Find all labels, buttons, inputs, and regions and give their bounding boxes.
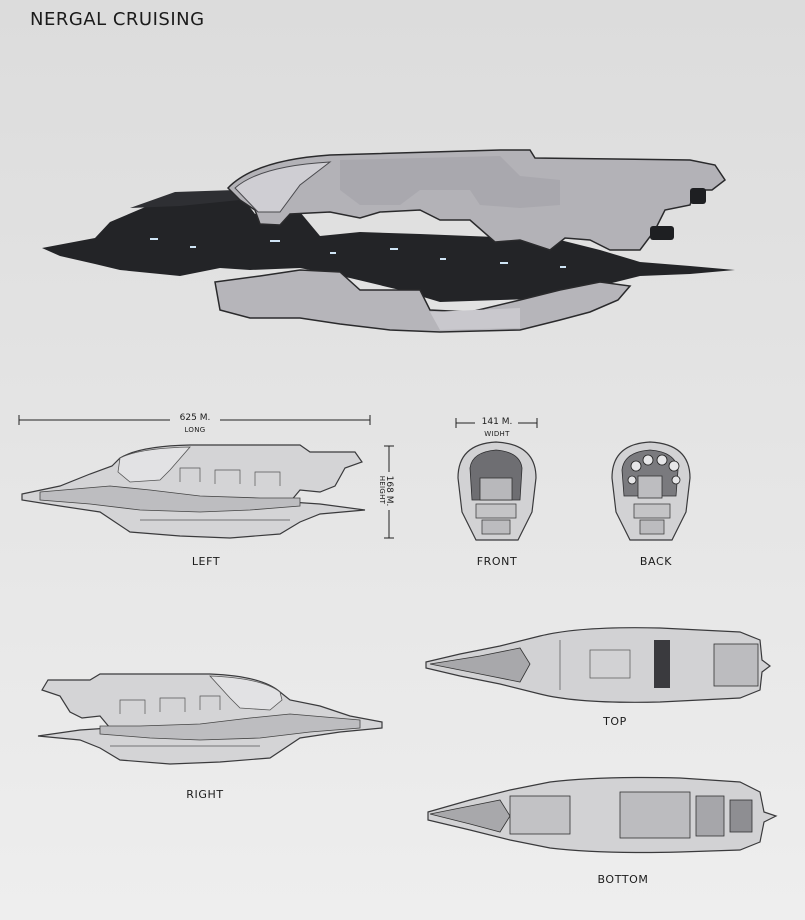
width-value: 141 M. bbox=[481, 417, 513, 427]
page-title: NERGAL CRUISING bbox=[30, 9, 205, 30]
right-view-drawing bbox=[37, 673, 383, 765]
view-label-left: LEFT bbox=[191, 555, 221, 568]
height-dimension-line bbox=[384, 445, 394, 539]
view-label-right: RIGHT bbox=[186, 788, 224, 801]
front-view-drawing bbox=[457, 441, 537, 541]
view-label-bottom: BOTTOM bbox=[597, 873, 649, 886]
width-label: WIDHT bbox=[484, 430, 510, 438]
length-value: 625 M. bbox=[179, 413, 211, 423]
length-label: LONG bbox=[184, 426, 206, 434]
view-label-top: TOP bbox=[603, 715, 627, 728]
top-view-drawing bbox=[425, 627, 771, 703]
view-label-front: FRONT bbox=[476, 555, 518, 568]
width-dimension-line bbox=[455, 418, 538, 428]
left-view-drawing bbox=[21, 444, 366, 539]
length-dimension-line bbox=[18, 415, 371, 425]
bottom-view-drawing bbox=[427, 776, 778, 854]
back-view-drawing bbox=[611, 441, 691, 541]
view-label-back: BACK bbox=[639, 555, 673, 568]
ship-hero-render bbox=[42, 149, 735, 333]
